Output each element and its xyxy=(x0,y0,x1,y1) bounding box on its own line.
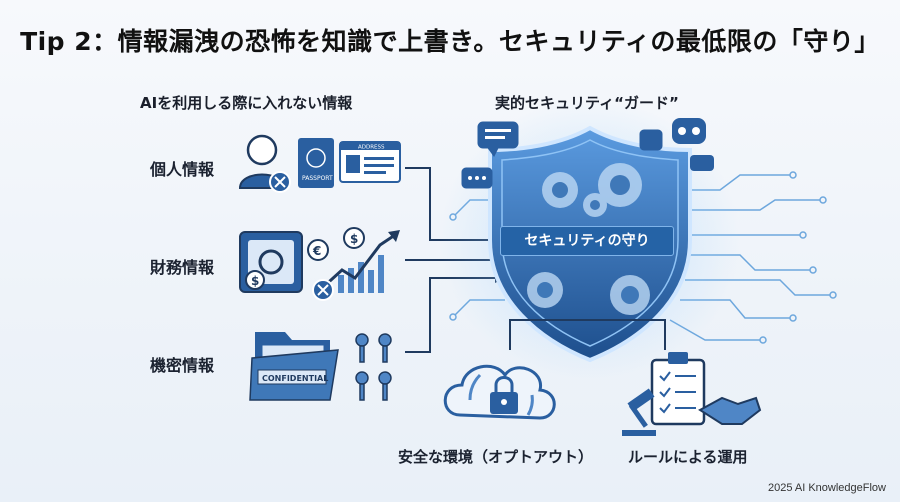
footer-credit: 2025 AI KnowledgeFlow xyxy=(767,482,886,494)
confidential-folder-icon xyxy=(249,332,339,401)
category-label-personal: 個人情報 xyxy=(150,160,215,179)
cloud-lock-icon xyxy=(443,364,556,420)
shield-label: セキュリティの守り xyxy=(500,226,674,256)
guard-caption-rules: ルールによる運用 xyxy=(628,448,748,466)
keys-icon xyxy=(355,333,392,401)
confidential-text: CONFIDENTIAL xyxy=(262,374,328,383)
rising-chart-icon xyxy=(318,230,400,293)
person-icon xyxy=(238,134,291,193)
guard-caption-environment: 安全な環境（オプトアウト） xyxy=(398,448,594,466)
handshake-icon xyxy=(698,396,762,425)
passport-text: PASSPORT xyxy=(302,175,333,182)
left-heading: AIを利用しる際に入れない情報 xyxy=(140,94,353,112)
gavel-icon xyxy=(622,388,656,436)
x-badge-icon xyxy=(312,279,334,301)
category-label-financial: 財務情報 xyxy=(150,258,215,277)
page-title: Tip 2：情報漏洩の恐怖を知識で上書き。セキュリティの最低限の「守り」 xyxy=(20,27,880,56)
address-text: ADDRESS xyxy=(358,145,385,151)
category-label-confidential: 機密情報 xyxy=(150,356,215,375)
id-card-icon xyxy=(339,141,401,183)
passport-icon xyxy=(298,138,334,188)
svg-text:$: $ xyxy=(251,274,259,288)
robot-icon xyxy=(672,118,714,171)
guard-bracket xyxy=(509,319,666,350)
coins-icon: € $ xyxy=(307,227,365,261)
safe-icon: $ xyxy=(239,231,303,293)
svg-text:€: € xyxy=(312,244,321,258)
checklist-icon xyxy=(650,352,706,426)
svg-text:$: $ xyxy=(350,232,358,246)
